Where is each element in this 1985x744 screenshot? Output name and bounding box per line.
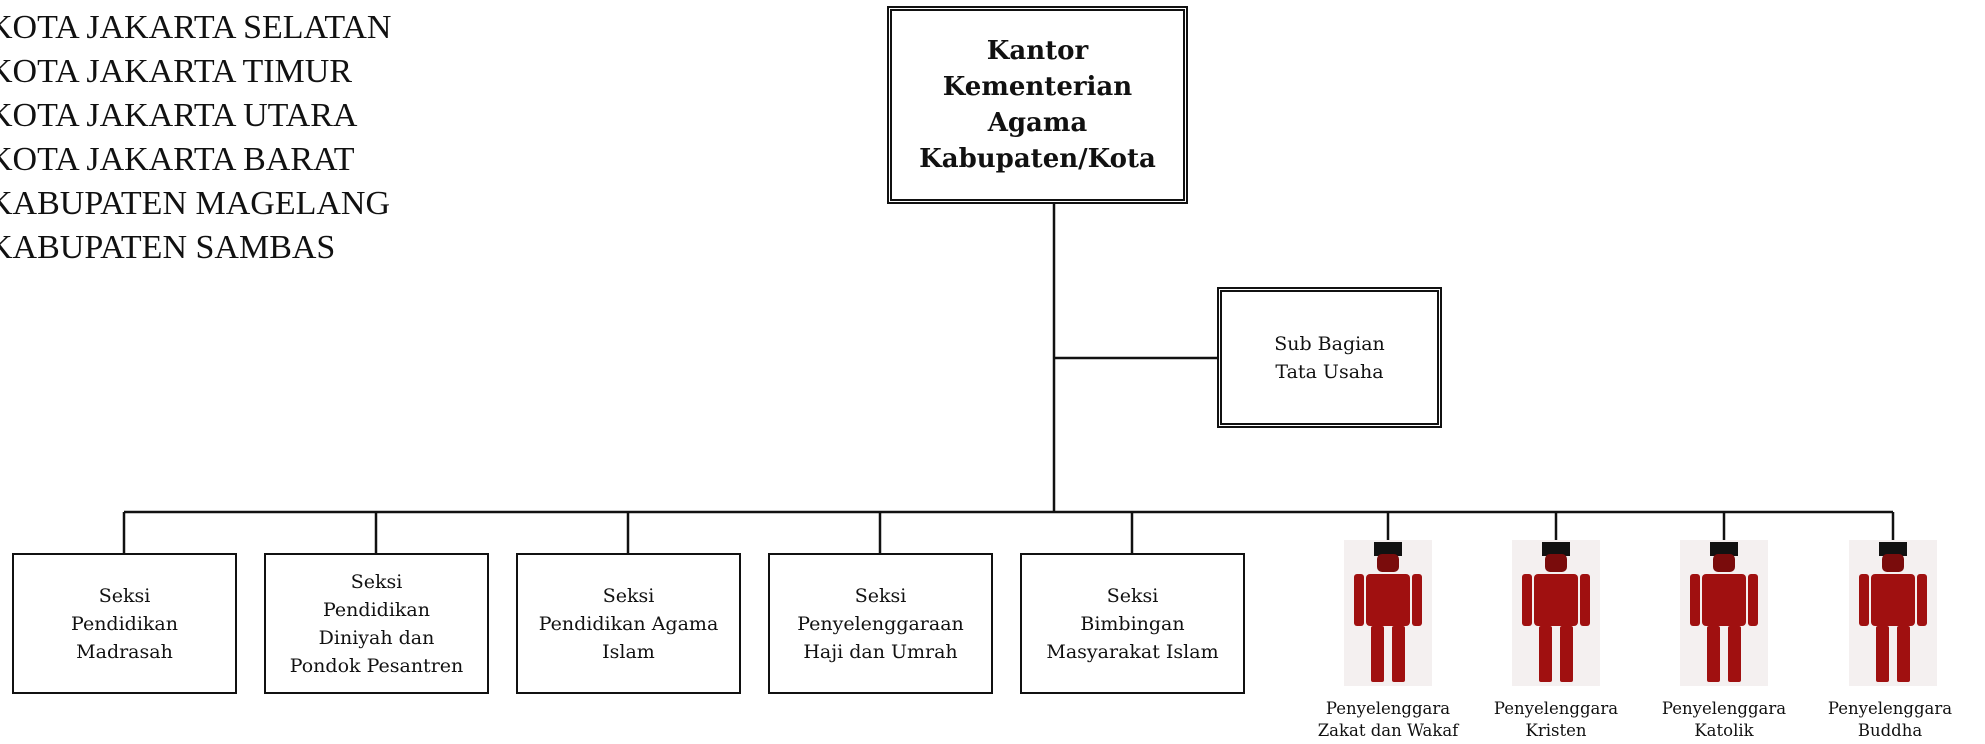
section-box-diniyah: Seksi Pendidikan Diniyah dan Pondok Pesa…	[264, 553, 489, 694]
official-label-buddha: Penyelenggara Buddha	[1827, 699, 1953, 740]
region-item: KOTA JAKARTA BARAT	[0, 141, 355, 178]
person-icon	[1849, 540, 1937, 686]
region-item: KABUPATEN SAMBAS	[0, 229, 336, 266]
region-item: KABUPATEN MAGELANG	[0, 185, 391, 222]
official-label-kristen: Penyelenggara Kristen	[1493, 699, 1619, 740]
official-label-zakat: Penyelenggara Zakat dan Wakaf	[1317, 699, 1459, 740]
section-box-pai: Seksi Pendidikan Agama Islam	[516, 553, 741, 694]
region-item: KOTA JAKARTA UTARA	[0, 97, 358, 134]
head-office-box: Kantor Kementerian Agama Kabupaten/Kota	[887, 6, 1188, 204]
person-icon	[1512, 540, 1600, 686]
person-icon	[1680, 540, 1768, 686]
region-list: KOTA JAKARTA SELATAN KOTA JAKARTA TIMUR …	[0, 6, 391, 270]
sub-bagian-label: Sub Bagian Tata Usaha	[1274, 332, 1385, 383]
region-item: KOTA JAKARTA TIMUR	[0, 53, 353, 90]
section-box-madrasah: Seksi Pendidikan Madrasah	[12, 553, 237, 694]
region-item: KOTA JAKARTA SELATAN	[0, 9, 392, 46]
section-box-bimas: Seksi Bimbingan Masyarakat Islam	[1020, 553, 1245, 694]
person-icon	[1344, 540, 1432, 686]
section-box-haji: Seksi Penyelenggaraan Haji dan Umrah	[768, 553, 993, 694]
head-office-label: Kantor Kementerian Agama Kabupaten/Kota	[919, 36, 1156, 174]
official-label-katolik: Penyelenggara Katolik	[1661, 699, 1787, 740]
sub-bagian-box: Sub Bagian Tata Usaha	[1217, 287, 1442, 428]
